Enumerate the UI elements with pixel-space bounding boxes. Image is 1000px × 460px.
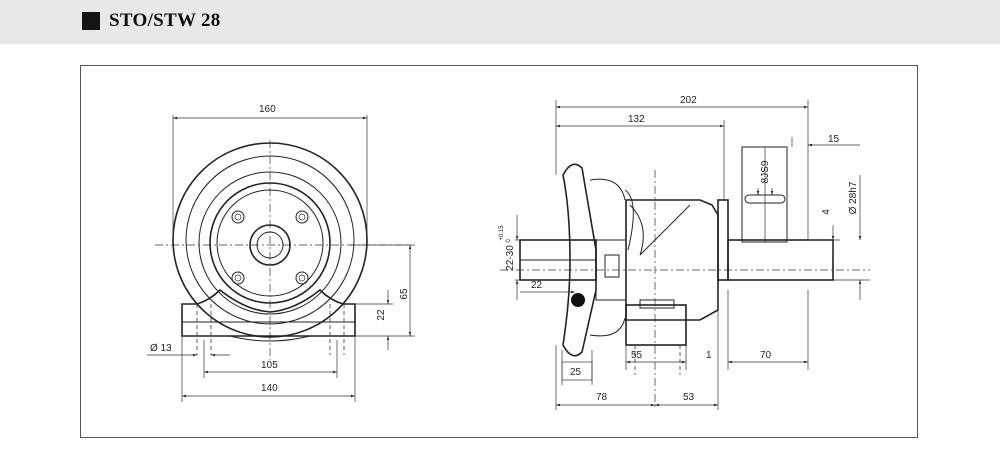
dim-key-width: 15 xyxy=(828,134,840,145)
dim-base-width: 140 xyxy=(261,383,278,394)
dim-left-part: 78 xyxy=(596,392,608,403)
front-view xyxy=(147,115,415,402)
side-view xyxy=(500,100,870,410)
section-title: STO/STW 28 xyxy=(109,10,221,31)
dim-shaft-length: 70 xyxy=(760,350,772,361)
dim-shaft-dia: Ø 28h7 xyxy=(848,181,859,214)
header-square-icon xyxy=(82,12,100,30)
dim-front-offset: 22 xyxy=(376,309,387,321)
dim-handle-range: 22-30 xyxy=(505,245,516,271)
dim-front-width: 160 xyxy=(259,104,276,115)
dim-handle-tol-upper: +0.15 xyxy=(499,225,505,241)
drawing-frame xyxy=(80,65,918,438)
dim-body-length: 132 xyxy=(628,114,645,125)
dim-front-height: 65 xyxy=(399,288,410,300)
dim-right-part: 53 xyxy=(683,392,695,403)
dim-mount-width: 55 xyxy=(631,350,643,361)
dim-hub-width: 25 xyxy=(570,367,582,378)
dim-key-depth: 4 xyxy=(821,209,832,215)
dim-total-length: 202 xyxy=(680,95,697,106)
section-header: STO/STW 28 xyxy=(0,0,1000,44)
dim-key-tol: 8JS9 xyxy=(760,160,771,183)
dim-hole-spacing: 105 xyxy=(261,360,278,371)
dim-handle-offset: 22 xyxy=(531,280,543,291)
dim-handle-tol-lower: 0 xyxy=(506,239,512,243)
dim-gap: 1 xyxy=(706,350,712,361)
dim-hole-dia: Ø 13 xyxy=(150,343,172,354)
